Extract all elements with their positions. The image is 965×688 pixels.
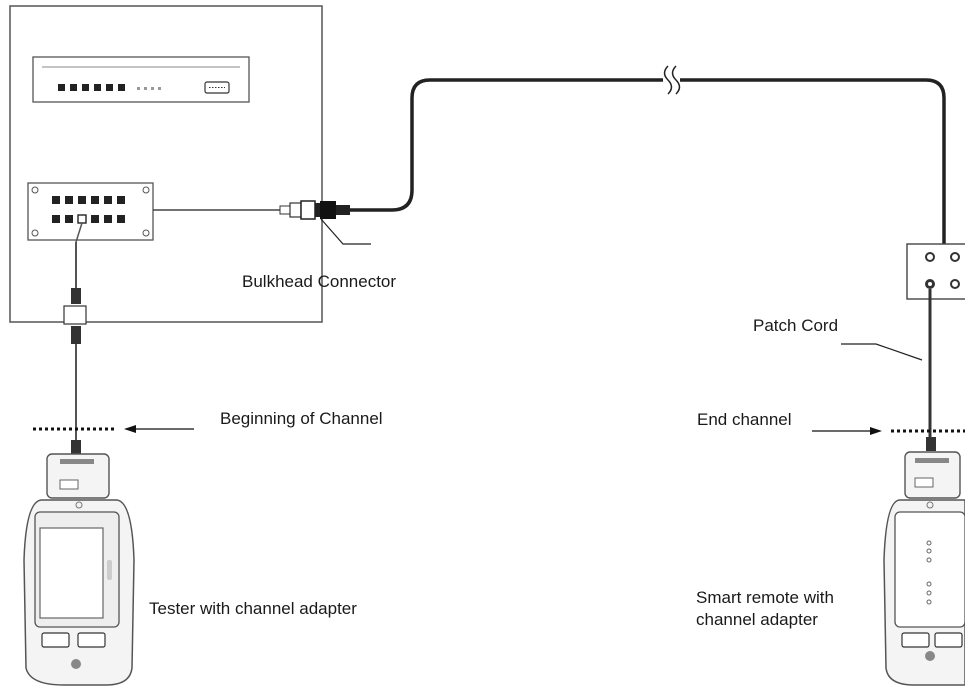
- smart-remote-label-line1: Smart remote with: [696, 588, 834, 607]
- patch-cord-leader-line: [841, 343, 923, 361]
- smart-remote-device: [883, 437, 965, 686]
- cable-break-symbol: [663, 65, 681, 95]
- bulkhead-connector-label: Bulkhead Connector: [242, 272, 397, 291]
- network-switch: [32, 56, 250, 103]
- bulkhead-connector: [279, 200, 350, 220]
- patch-cord-label: Patch Cord: [753, 316, 839, 335]
- smart-remote-label-line2: channel adapter: [696, 610, 818, 629]
- end-channel-label: End channel: [697, 410, 792, 429]
- smart-remote-label: Smart remote with channel adapter: [696, 587, 886, 631]
- wall-plate: [906, 243, 965, 300]
- tester-label: Tester with channel adapter: [149, 599, 357, 618]
- channel-cable: [350, 78, 946, 244]
- end-arrow: [812, 427, 882, 435]
- tester-patch-cord: [63, 222, 87, 454]
- bulkhead-leader-line: [320, 218, 371, 245]
- beginning-of-channel-label: Beginning of Channel: [220, 409, 383, 428]
- beginning-arrow: [124, 425, 194, 433]
- tester-device: [23, 453, 135, 686]
- patch-panel: [27, 182, 154, 241]
